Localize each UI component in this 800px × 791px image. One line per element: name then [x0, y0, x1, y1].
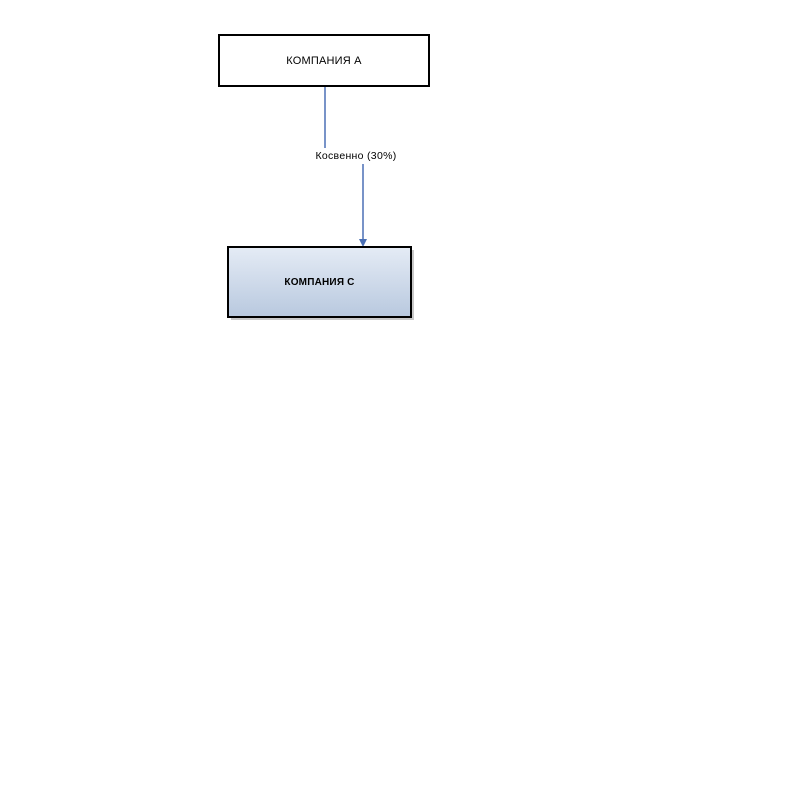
company-c-node[interactable]: КОМПАНИЯ С	[227, 246, 412, 318]
company-a-node[interactable]: КОМПАНИЯ А	[218, 34, 430, 87]
company-c-label: КОМПАНИЯ С	[284, 276, 355, 288]
company-a-label: КОМПАНИЯ А	[286, 54, 362, 67]
edge-label: Косвенно (30%)	[308, 148, 404, 164]
